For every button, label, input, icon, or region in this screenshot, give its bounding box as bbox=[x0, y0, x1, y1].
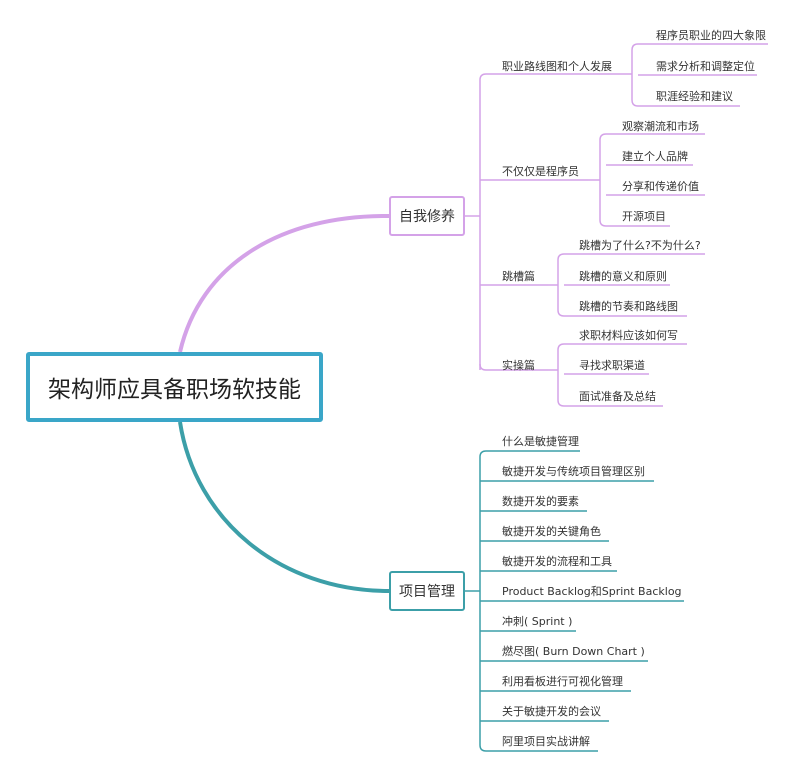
leaf-item[interactable]: 数捷开发的要素 bbox=[502, 495, 579, 508]
leaf-item[interactable]: 求职材料应该如何写 bbox=[579, 329, 678, 342]
leaf-item[interactable]: 职涯经验和建议 bbox=[656, 90, 733, 103]
connector-root-to-branch2 bbox=[178, 421, 390, 593]
leaf-item[interactable]: 开源项目 bbox=[622, 210, 666, 223]
leaf-item[interactable]: 关于敏捷开发的会议 bbox=[502, 705, 601, 718]
leaf-item[interactable]: 跳槽为了什么?不为什么? bbox=[579, 239, 701, 252]
branch-node-self-cultivation[interactable]: 自我修养 bbox=[389, 196, 465, 236]
leaf-item[interactable]: 面试准备及总结 bbox=[579, 390, 656, 403]
branch-label: 自我修养 bbox=[399, 209, 455, 225]
leaf-item[interactable]: 程序员职业的四大象限 bbox=[656, 29, 766, 42]
leaf-item[interactable]: 分享和传递价值 bbox=[622, 180, 699, 193]
leaf-item[interactable]: 阿里项目实战讲解 bbox=[502, 735, 590, 748]
leaf-item[interactable]: 敏捷开发与传统项目管理区别 bbox=[502, 465, 645, 478]
leaf-item[interactable]: 需求分析和调整定位 bbox=[656, 60, 755, 73]
leaf-item[interactable]: Product Backlog和Sprint Backlog bbox=[502, 585, 682, 598]
branch-label: 项目管理 bbox=[399, 584, 455, 600]
leaf-item[interactable]: 什么是敏捷管理 bbox=[502, 435, 579, 448]
root-label: 架构师应具备职场软技能 bbox=[48, 377, 301, 403]
subtopic-practice[interactable]: 实操篇 bbox=[502, 359, 535, 372]
branch-node-project-management[interactable]: 项目管理 bbox=[389, 571, 465, 611]
leaf-item[interactable]: 燃尽图( Burn Down Chart ) bbox=[502, 645, 645, 658]
leaf-item[interactable]: 跳槽的节奏和路线图 bbox=[579, 300, 678, 313]
leaf-item[interactable]: 冲刺( Sprint ) bbox=[502, 615, 573, 628]
leaf-item[interactable]: 观察潮流和市场 bbox=[622, 120, 699, 133]
branch2-connectors bbox=[465, 450, 684, 752]
leaf-item[interactable]: 利用看板进行可视化管理 bbox=[502, 675, 623, 688]
subtopic-beyond-programmer[interactable]: 不仅仅是程序员 bbox=[502, 165, 579, 178]
connector-root-to-branch1 bbox=[178, 213, 390, 353]
branch1-connectors bbox=[465, 43, 768, 407]
subtopic-job-hopping[interactable]: 跳槽篇 bbox=[502, 270, 535, 283]
leaf-item[interactable]: 寻找求职渠道 bbox=[579, 359, 645, 372]
leaf-item[interactable]: 建立个人品牌 bbox=[622, 150, 688, 163]
leaf-item[interactable]: 跳槽的意义和原则 bbox=[579, 270, 667, 283]
root-node[interactable]: 架构师应具备职场软技能 bbox=[26, 352, 323, 422]
leaf-item[interactable]: 敏捷开发的流程和工具 bbox=[502, 555, 612, 568]
subtopic-career-roadmap[interactable]: 职业路线图和个人发展 bbox=[502, 60, 612, 73]
leaf-item[interactable]: 敏捷开发的关键角色 bbox=[502, 525, 601, 538]
